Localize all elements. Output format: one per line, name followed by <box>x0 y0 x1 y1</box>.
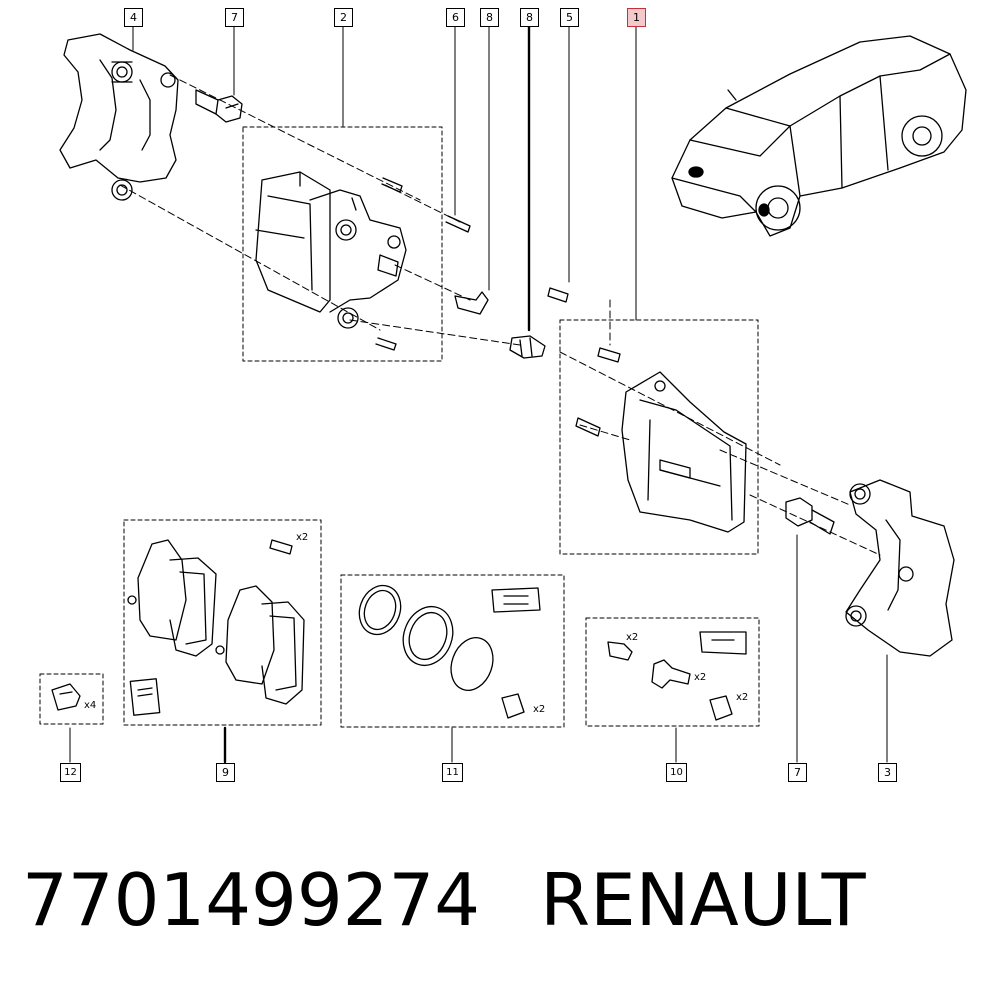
callout-8-a[interactable]: 8 <box>480 8 499 27</box>
car-illustration <box>671 35 967 237</box>
callout-11[interactable]: 11 <box>442 763 463 782</box>
caliper-1-drawing <box>621 371 747 533</box>
callout-7-top[interactable]: 7 <box>225 8 244 27</box>
caliper-carrier-4-drawing <box>59 33 179 201</box>
callout-9[interactable]: 9 <box>216 763 235 782</box>
callout-7-bottom[interactable]: 7 <box>788 763 807 782</box>
leader-lines <box>69 24 888 764</box>
bolt-7-bottom-drawing <box>785 497 835 535</box>
clip-12-drawing <box>51 683 81 711</box>
part-number: 7701499274 <box>22 858 481 942</box>
assembly-axis-lines <box>119 74 881 556</box>
frame-seal-kit-11 <box>340 574 565 728</box>
callout-5[interactable]: 5 <box>560 8 579 27</box>
callout-10[interactable]: 10 <box>666 763 687 782</box>
callout-3[interactable]: 3 <box>878 763 897 782</box>
callout-4[interactable]: 4 <box>124 8 143 27</box>
brand-name: RENAULT <box>540 858 866 942</box>
brake-pads-kit-9-drawing <box>127 539 305 716</box>
qty-pad-bolts: x2 <box>296 532 309 543</box>
caliper-carrier-3-drawing <box>845 479 955 657</box>
qty-guide-kit-boots: x2 <box>736 692 749 703</box>
bolt-7-top-drawing <box>195 89 243 123</box>
brake-caliper-exploded-diagram <box>39 24 967 764</box>
qty-guide-kit-pins: x2 <box>694 672 707 683</box>
callout-2[interactable]: 2 <box>334 8 353 27</box>
bleed-screws-drawing <box>375 177 489 351</box>
guide-pins-drawing <box>509 287 621 437</box>
frame-caliper-assembly-1 <box>559 319 759 555</box>
guide-kit-10-drawing <box>607 631 747 721</box>
frame-pad-kit-9 <box>123 519 322 726</box>
qty-guide-kit-bolts: x2 <box>626 632 639 643</box>
frame-guide-kit-10 <box>585 617 760 727</box>
callout-8-b[interactable]: 8 <box>520 8 539 27</box>
callout-12[interactable]: 12 <box>60 763 81 782</box>
frame-clip-kit-12 <box>39 673 104 725</box>
frame-caliper-assembly-2 <box>242 126 443 362</box>
group-frames <box>39 126 760 728</box>
qty-seal-boots: x2 <box>533 704 546 715</box>
part-number-footer: 7701499274 RENAULT <box>22 858 866 942</box>
callout-6[interactable]: 6 <box>446 8 465 27</box>
callout-1-selected[interactable]: 1 <box>627 8 646 27</box>
qty-clips: x4 <box>84 700 97 711</box>
caliper-2-drawing <box>255 171 407 329</box>
seal-kit-11-drawing <box>358 584 541 719</box>
